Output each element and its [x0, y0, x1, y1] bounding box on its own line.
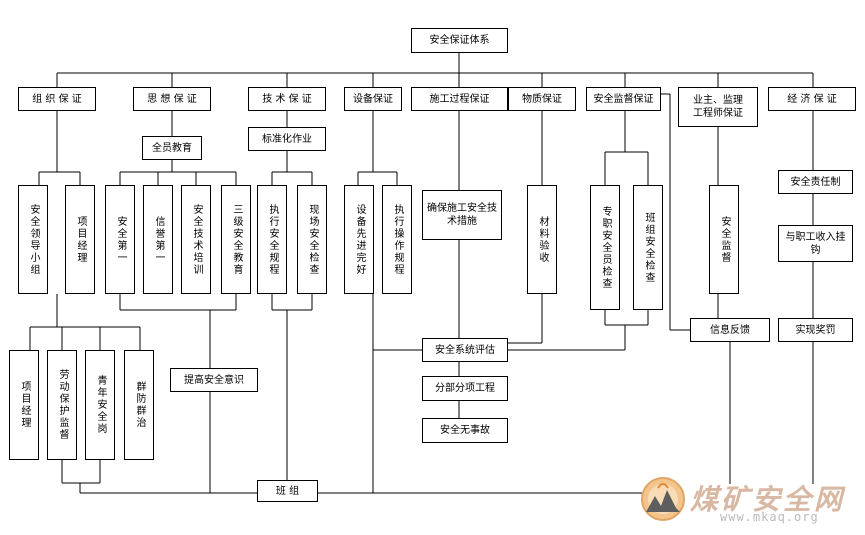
node-raise-safety-awareness: 提高安全意识 [170, 368, 258, 392]
node-material-acceptance: 材料验收 [527, 185, 557, 294]
node-sub-project: 分部分项工程 [422, 376, 508, 401]
node-labor-protection-supervisor: 劳动保护监督 [47, 350, 77, 460]
node-safety-tech-training: 安全技术培训 [181, 185, 211, 294]
node-info-feedback: 信息反馈 [690, 318, 770, 342]
node-safety-system-evaluation: 安全系统评估 [422, 338, 508, 362]
category-supervision: 安全监督保证 [586, 87, 661, 111]
node-project-manager-bottom: 项目经理 [9, 350, 39, 460]
node-safety-supervision: 安全监督 [709, 185, 739, 294]
watermark-site-name: 煤矿安全网 [690, 483, 846, 516]
node-group-prevention: 群防群治 [124, 350, 154, 460]
node-construction-safety-measures: 确保施工安全技术措施 [422, 190, 502, 240]
category-economy: 经 济 保 证 [768, 87, 856, 111]
category-equip: 设备保证 [344, 87, 402, 111]
category-material: 物质保证 [508, 87, 576, 111]
node-standard-operation: 标准化作业 [248, 127, 326, 151]
mine-logo-icon [641, 477, 685, 521]
node-safety-leader-group: 安全领导小组 [18, 185, 48, 294]
node-safety-responsibility: 安全责任制 [778, 170, 853, 194]
node-all-staff-education: 全员教育 [142, 136, 202, 160]
node-safety-first: 安全第一 [105, 185, 135, 294]
node-execute-operation-rules: 执行操作规程 [382, 185, 412, 294]
node-three-level-education: 三级安全教育 [221, 185, 251, 294]
node-fulltime-safety-officer-inspection: 专职安全员检查 [590, 185, 620, 310]
node-youth-safety-post: 青年安全岗 [85, 350, 115, 460]
category-thought: 思 想 保 证 [133, 87, 211, 111]
node-team-group: 班 组 [257, 480, 318, 502]
node-equipment-good: 设备先进完好 [344, 185, 374, 294]
node-link-to-income: 与职工收入挂钩 [778, 225, 853, 262]
category-process: 施工过程保证 [411, 87, 508, 111]
node-safety-no-accident: 安全无事故 [422, 418, 508, 443]
node-execute-safety-rules: 执行安全规程 [257, 185, 287, 294]
category-org: 组 织 保 证 [18, 87, 96, 111]
category-owner: 业主、监理工程师保证 [678, 87, 758, 127]
root-node-safety-system: 安全保证体系 [411, 28, 508, 53]
watermark-url: www.mkaq.org [720, 510, 819, 524]
node-team-safety-inspection: 班组安全检查 [633, 185, 663, 310]
node-project-manager-top: 项目经理 [65, 185, 95, 294]
node-reputation-first: 信誉第一 [143, 185, 173, 294]
node-reward-punish: 实现奖罚 [778, 318, 853, 342]
category-tech: 技 术 保 证 [248, 87, 326, 111]
node-site-safety-inspection: 现场安全检查 [297, 185, 327, 294]
